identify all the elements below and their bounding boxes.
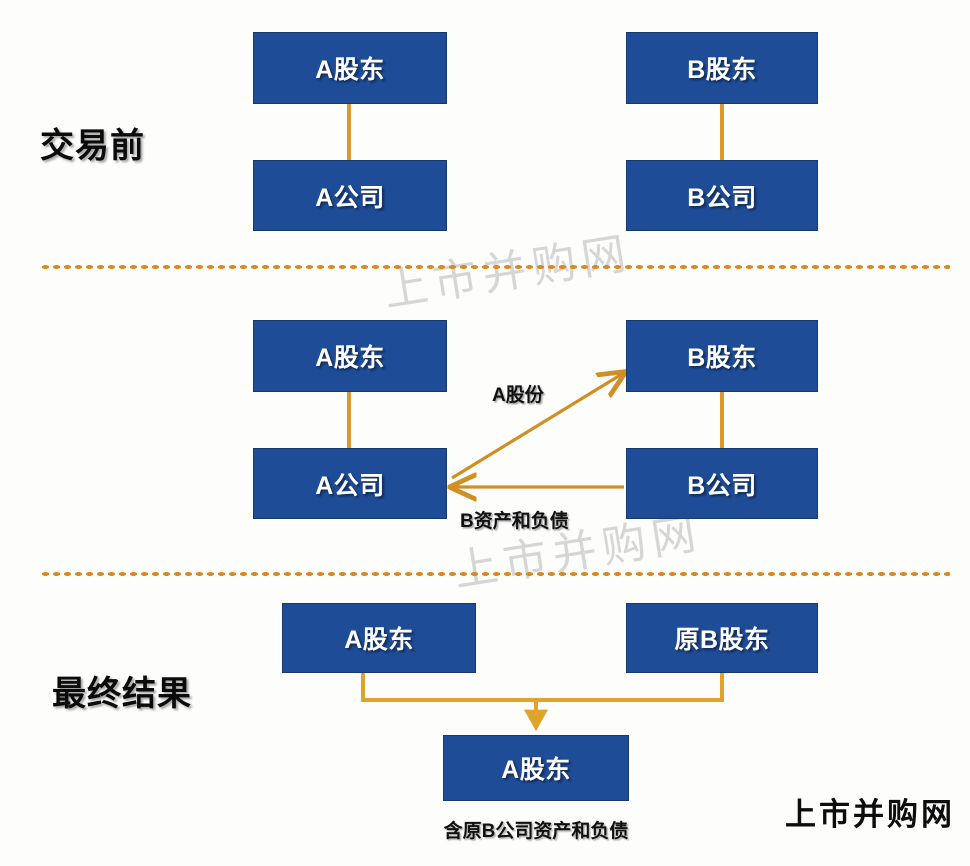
- node-b-shareholder-mid[interactable]: B股东: [626, 320, 818, 392]
- node-former-b-shareholder-final[interactable]: 原B股东: [626, 603, 818, 673]
- node-b-shareholder-top[interactable]: B股东: [626, 32, 818, 104]
- node-a-shareholder-merged[interactable]: A股东: [443, 735, 629, 801]
- divider-two: [40, 571, 950, 577]
- node-a-company-top[interactable]: A公司: [253, 160, 447, 231]
- node-b-company-top[interactable]: B公司: [626, 160, 818, 231]
- connector-a-top: [347, 104, 351, 160]
- connector-a-mid: [347, 392, 351, 448]
- divider-one: [40, 264, 950, 270]
- arrow-label-b-assets: B资产和负债: [460, 511, 569, 532]
- brand-logo: 上市并购网: [785, 797, 955, 832]
- node-a-shareholder-mid[interactable]: A股东: [253, 320, 447, 392]
- connector-b-top: [720, 104, 724, 160]
- node-b-company-mid[interactable]: B公司: [626, 448, 818, 519]
- arrow-label-a-shares: A股份: [492, 385, 544, 406]
- connector-b-mid: [720, 392, 724, 448]
- merge-connector: [361, 673, 724, 732]
- node-a-company-mid[interactable]: A公司: [253, 448, 447, 519]
- stage-label-result: 最终结果: [52, 675, 192, 713]
- stage-label-before: 交易前: [40, 127, 145, 165]
- final-node-caption: 含原B公司资产和负债: [443, 821, 629, 842]
- node-a-shareholder-top[interactable]: A股东: [253, 32, 447, 104]
- node-a-shareholder-final[interactable]: A股东: [282, 603, 476, 673]
